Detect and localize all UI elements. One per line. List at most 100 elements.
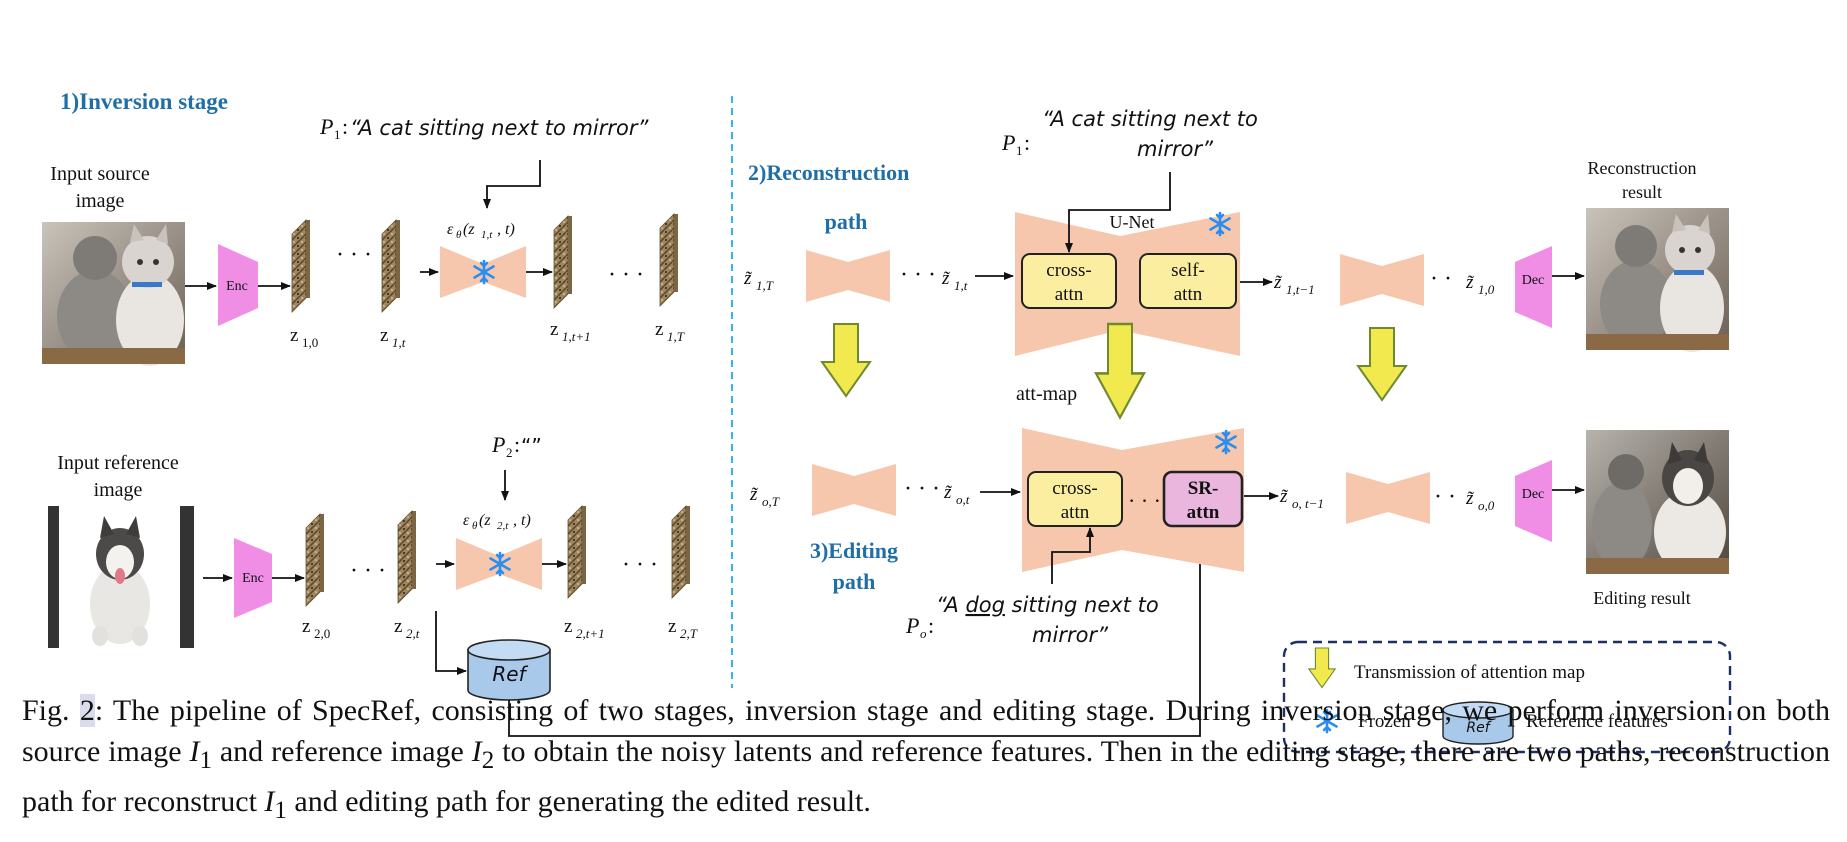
encoder-label-reference: Enc [242,571,264,586]
source-cat-image [42,222,185,366]
svg-text::: : [1024,130,1030,155]
caption-text-4: and editing path for generating the edit… [286,785,871,818]
reconstruction-title-line2: path [825,209,868,234]
cross-attn-recon-l1: cross- [1046,260,1091,281]
eps-args-end-1: , t) [497,221,515,238]
recon-result-line2: result [1622,182,1662,202]
encoder-block-reference [234,538,272,618]
eps-args-end-2: , t) [513,512,531,529]
theta-2: θ [472,520,478,532]
inversion-stage-title: 1)Inversion stage [60,89,228,114]
caption-i2-sub: 2 [481,747,495,774]
caption-i1-sub: 1 [199,747,212,774]
svg-text:z: z [655,319,663,340]
legend-ref-label: Ref [1466,720,1491,736]
edit-unet-mini-1 [812,464,896,516]
svg-text:z̃: z̃ [1465,272,1475,293]
prompt-p1-right-sub: 1 [1016,143,1023,158]
latent-label-z2-t: 2,t [406,626,420,641]
svg-text:· · ·: · · · [608,262,644,288]
svg-text:z̃: z̃ [943,482,953,503]
latent-z2-T [671,505,691,599]
decoder-edit [1515,460,1552,542]
recon-latent-z1-t: 1,t [954,278,968,293]
latent-label-z2-0: 2,0 [314,626,330,641]
svg-text:· ·: · · [1434,484,1456,510]
caption-i1: I [189,735,200,768]
edit-latent-zo-0: o,0 [1478,498,1495,513]
sr-attn-block [1162,470,1244,528]
att-transmission-arrow-main [1094,322,1146,419]
legend-box [1282,640,1732,754]
att-transmission-arrow-1 [821,323,871,397]
reference-dog-image [48,506,194,648]
self-attn-recon [1139,253,1237,309]
svg-text:z: z [564,616,572,637]
svg-text:· ·: · · [1430,266,1452,292]
legend-ref-cylinder [1442,701,1514,745]
eps-args-2: (z [479,512,491,529]
encoder-block-source [218,244,258,326]
edit-latent-zo-t: o,t [956,492,970,507]
svg-text:z̃: z̃ [749,484,759,505]
latent-label-z1-t1: 1,t+1 [562,329,591,344]
caption-text-2: and reference image [211,735,472,768]
svg-text:z̃: z̃ [743,268,753,289]
att-transmission-arrow-2 [1357,327,1407,401]
latent-label-z1-T: 1,T [667,329,685,344]
cross-attn-edit [1027,471,1123,527]
svg-text:z̃: z̃ [941,268,951,289]
latent-z2-0 [305,513,325,607]
cross-attn-recon-l2: attn [1055,284,1084,305]
latent-z2-t [397,510,417,604]
decoder-recon [1515,246,1552,328]
svg-text:z̃: z̃ [1273,272,1283,293]
latent-z1-t1 [553,215,573,309]
encoder-label-source: Enc [226,279,248,294]
cross-attn-edit-l2: attn [1061,502,1090,523]
caption-fig-number: 2 [79,694,95,727]
latent-z2-t1 [567,505,587,599]
prompt-p1-symbol: P [319,114,333,139]
figure-caption: Fig. 2: The pipeline of SpecRef, consist… [22,690,1830,831]
latent-label-z2-T: 2,T [680,626,698,641]
ref-label: Ref [492,662,528,686]
svg-text::: : [342,114,348,139]
prompt-p2-text: “” [521,434,542,458]
caption-text-1: : The pipeline of SpecRef, consisting of… [22,694,1830,768]
caption-i2: I [471,735,482,768]
eps-args-sub-1: 1,t [481,229,493,241]
eps-args-1: (z [463,221,475,238]
legend-transmission-label: Transmission of attention map [1354,662,1585,683]
legend-frozen-label: Frozen [1358,711,1411,732]
svg-text:z: z [394,616,402,637]
att-map-label: att-map [1016,383,1077,405]
cross-attn-edit-l1: cross- [1052,478,1097,499]
recon-latent-z1-T: 1,T [756,278,774,293]
prompt-p1-sub: 1 [334,127,341,142]
editing-result-label: Editing result [1593,588,1691,608]
editing-title-line2: path [833,569,876,594]
svg-text:· · ·: · · · [350,558,386,584]
latent-z1-T [659,213,679,307]
legend-ref-features-label: Reference features [1526,711,1668,732]
caption-text-3: to obtain the noisy latents and referenc… [22,735,1830,818]
source-image-label-line1: Input source [50,163,150,185]
recon-latent-z1-tm1: 1,t−1 [1286,282,1315,297]
sr-attn-l2: attn [1187,502,1220,523]
recon-unet-mini-2 [1340,254,1424,306]
svg-text:· · ·: · · · [904,476,940,502]
latent-label-z1-0: 1,0 [302,335,318,350]
prompt-po-line1: “A dog sitting next to [936,593,1159,617]
unet-label: U-Net [1110,212,1155,232]
recon-unet-mini-1 [806,250,890,302]
editing-title-line1: 3)Editing [810,538,898,563]
recon-result-line1: Reconstruction [1588,158,1697,178]
prompt-po-line2: mirror” [1032,623,1109,647]
prompt-p1-right-line1: “A cat sitting next to [1042,107,1258,131]
source-image-label-line2: image [76,190,125,212]
reference-image-label-line2: image [94,479,143,501]
latent-z1-t [381,219,401,313]
latent-label-z2-t1: 2,t+1 [576,626,605,641]
